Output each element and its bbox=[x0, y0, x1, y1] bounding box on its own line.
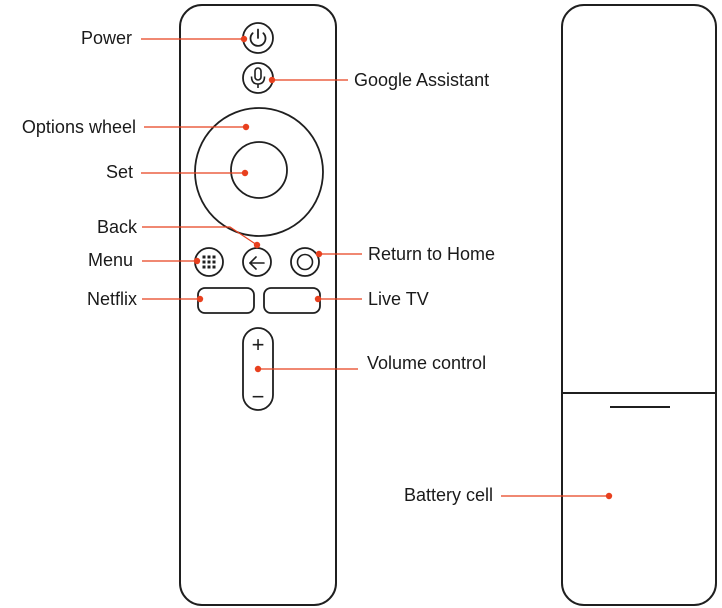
options-wheel bbox=[194, 107, 324, 237]
power-button bbox=[242, 22, 274, 54]
back-dot bbox=[253, 241, 261, 249]
microphone-icon bbox=[250, 67, 266, 88]
google-assistant-dot bbox=[268, 76, 276, 84]
remote-front: + − bbox=[179, 4, 337, 606]
plus-icon: + bbox=[252, 332, 265, 357]
live-tv-dot bbox=[314, 295, 322, 303]
remote-back bbox=[561, 4, 717, 606]
power-icon bbox=[249, 28, 267, 47]
google-assistant-label: Google Assistant bbox=[354, 70, 489, 90]
netflix-button bbox=[197, 287, 255, 314]
back-button bbox=[242, 247, 272, 277]
live-tv-button bbox=[263, 287, 321, 314]
back-leader bbox=[142, 226, 258, 246]
set-button bbox=[230, 141, 288, 199]
back-label: Back bbox=[97, 217, 138, 237]
home-button-ring bbox=[290, 247, 320, 277]
return-home-dot bbox=[315, 250, 323, 258]
grid-menu-icon bbox=[202, 255, 216, 269]
set-dot bbox=[241, 169, 249, 177]
set-label: Set bbox=[106, 162, 133, 182]
options-wheel-dot bbox=[242, 123, 250, 131]
minus-icon: − bbox=[252, 384, 265, 409]
menu-label: Menu bbox=[88, 250, 133, 270]
power-label: Power bbox=[81, 28, 132, 48]
google-assistant-button bbox=[242, 62, 274, 94]
back-button-ring bbox=[242, 247, 272, 277]
netflix-label: Netflix bbox=[87, 289, 137, 309]
power-dot bbox=[240, 35, 248, 43]
netflix-dot bbox=[196, 295, 204, 303]
remote-back-body bbox=[561, 4, 717, 606]
volume-control-dot bbox=[254, 365, 262, 373]
remote-front-body bbox=[179, 4, 337, 606]
options-wheel-label: Options wheel bbox=[22, 117, 136, 137]
battery-cell-label: Battery cell bbox=[404, 485, 493, 505]
home-button bbox=[290, 247, 320, 277]
volume-control-label: Volume control bbox=[367, 353, 486, 373]
return-home-label: Return to Home bbox=[368, 244, 495, 264]
live-tv-label: Live TV bbox=[368, 289, 429, 309]
menu-dot bbox=[193, 257, 201, 265]
home-circle-icon bbox=[296, 253, 314, 271]
callouts bbox=[141, 35, 613, 500]
back-arrow-icon bbox=[249, 256, 265, 270]
labels: Power Google Assistant Options wheel Set… bbox=[22, 28, 495, 505]
battery-cell-dot bbox=[605, 492, 613, 500]
